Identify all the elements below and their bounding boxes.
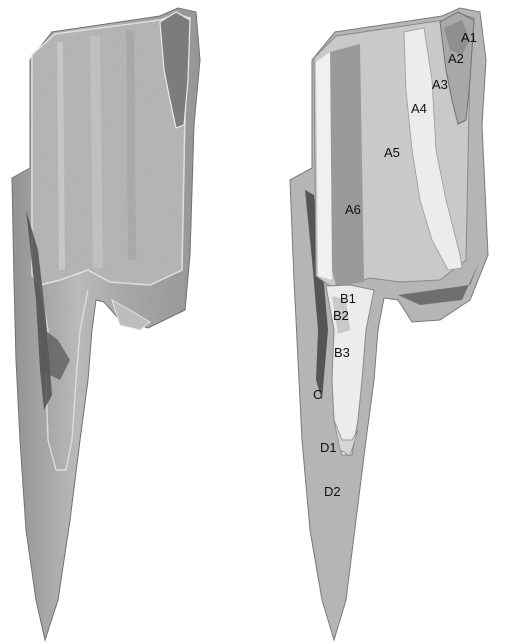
- label-A3: A3: [432, 77, 448, 92]
- label-D1: D1: [320, 440, 337, 455]
- specimen-photograph: [12, 8, 200, 640]
- region-A6-edge: [316, 52, 332, 280]
- photo-streak: [60, 42, 62, 270]
- label-B2: B2: [333, 308, 349, 323]
- photo-streak: [130, 30, 132, 260]
- label-A6: A6: [345, 202, 361, 217]
- label-B3: B3: [334, 345, 350, 360]
- label-A1: A1: [461, 30, 477, 45]
- label-D2: D2: [324, 484, 341, 499]
- region-A6-band: [330, 44, 364, 286]
- label-A4: A4: [411, 101, 427, 116]
- specimen-schematic: A1 A2 A3 A4 A5 A6 B1 B2 B3 C D1 D2: [290, 8, 488, 640]
- label-C: C: [313, 387, 322, 402]
- label-A5: A5: [384, 145, 400, 160]
- label-A2: A2: [448, 51, 464, 66]
- label-B1: B1: [340, 291, 356, 306]
- photo-streak: [95, 36, 98, 268]
